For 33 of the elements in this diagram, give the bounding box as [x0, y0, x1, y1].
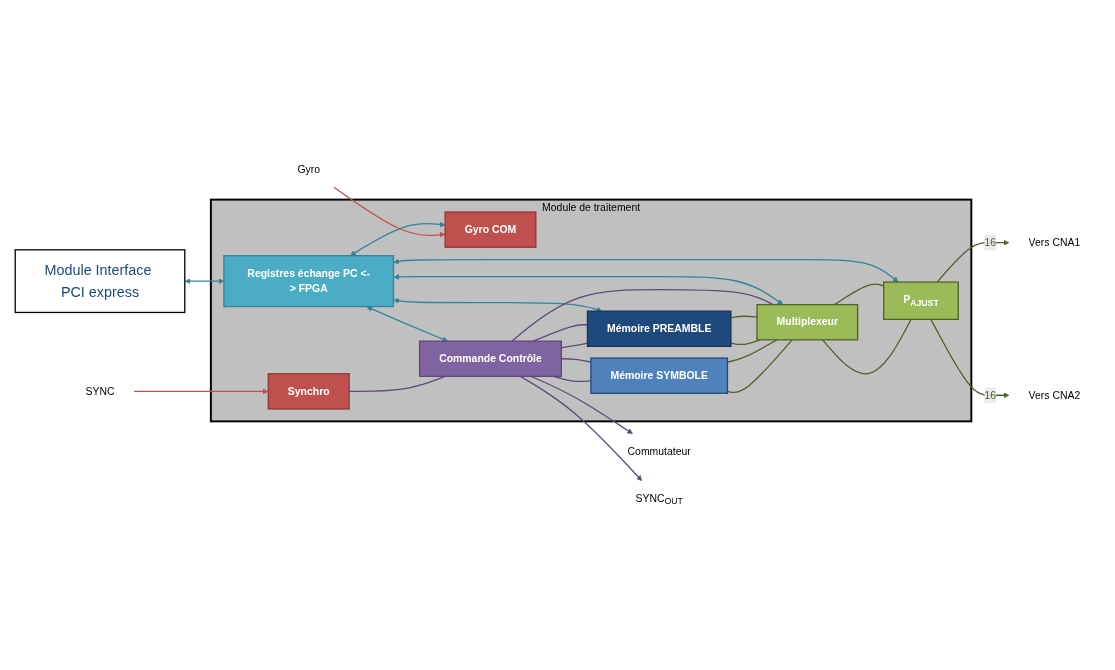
node-box: Synchro [267, 373, 350, 410]
connector [730, 315, 758, 319]
arrow [530, 375, 633, 434]
arrow [930, 318, 1010, 399]
connector [730, 339, 761, 346]
node-box: Multiplexeur [756, 303, 859, 341]
node-box: Gyro COM [444, 211, 537, 248]
edge-label: 16 [984, 236, 996, 248]
edge-label: 16 [984, 389, 996, 401]
arrow [133, 388, 269, 395]
arrow [519, 375, 643, 481]
arrow [333, 186, 446, 238]
node-text: Vers CNA1 [1028, 236, 1081, 248]
node-text: SYNC [85, 385, 115, 397]
node-box: Registres échange PC <-> FPGA [223, 255, 395, 308]
node-text: Vers CNA2 [1028, 389, 1081, 401]
node-text: Commutateur [627, 445, 691, 457]
arrow [350, 221, 446, 256]
node-box: Commande Contrôle [418, 340, 562, 377]
connector [821, 318, 912, 375]
node-box: P$_{AJUST}$ [883, 281, 959, 320]
arrow [366, 306, 448, 342]
arrow [393, 298, 603, 313]
node-box: Mémoire PREAMBLE [586, 310, 732, 347]
arrow [393, 274, 784, 305]
arrow [936, 239, 1010, 283]
node-text: Gyro [297, 163, 321, 175]
connector [511, 288, 774, 342]
arrow [393, 258, 899, 283]
node-text: SYNC$_{OUT}$ [635, 492, 683, 507]
node-box: Module Interface PCI express [14, 249, 186, 314]
node-box: Mémoire SYMBOLE [590, 357, 729, 394]
connector [726, 339, 793, 394]
